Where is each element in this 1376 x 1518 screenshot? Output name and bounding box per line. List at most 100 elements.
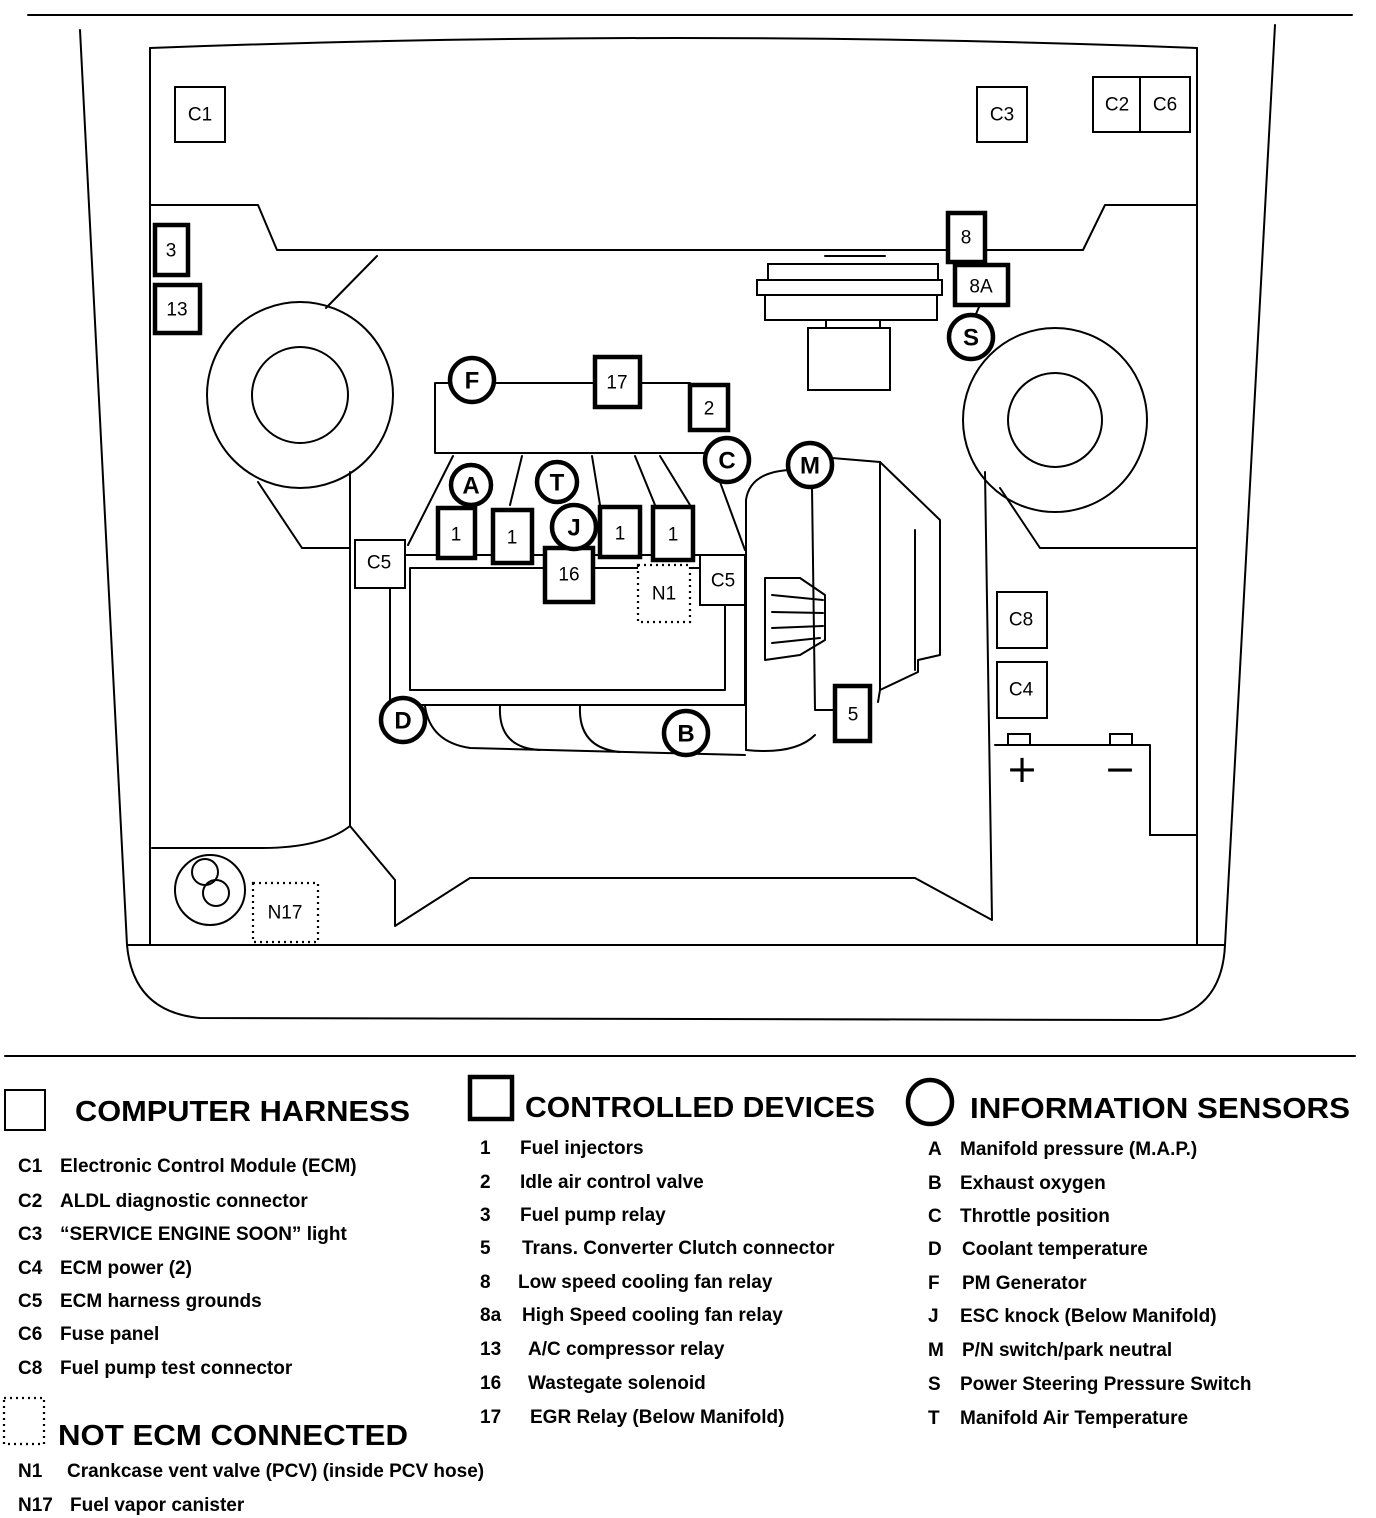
- oil-pan-lobe-2: [578, 705, 621, 753]
- sensor-circle-j: J: [549, 502, 599, 552]
- sensor-circle-a-label: A: [462, 473, 479, 500]
- engine-cradle-frame: [349, 471, 993, 927]
- legend-harness-label: ECM power (2): [60, 1258, 192, 1279]
- harness-box-c2-c6: C2 C6: [1092, 76, 1191, 133]
- harness-box-c5-left: C5: [354, 539, 406, 589]
- legend-sensor-code: F: [928, 1273, 940, 1294]
- harness-box-c2-c6-frame: [1092, 76, 1191, 133]
- sensor-circle-f-ring: [447, 355, 497, 405]
- harness-key-icon: [4, 1089, 46, 1131]
- evap-canister: [174, 854, 246, 926]
- legend-sensor-code: T: [928, 1408, 940, 1429]
- air-cleaner-rim: [756, 279, 943, 296]
- legend-device-label: Fuel injectors: [520, 1138, 644, 1159]
- oil-pan: [424, 705, 746, 756]
- legend-harness-label: Fuse panel: [60, 1324, 159, 1345]
- sensor-circle-b: B: [661, 708, 711, 758]
- legend-information-sensors-title: INFORMATION SENSORS: [970, 1093, 1350, 1125]
- harness-box-c3-label: C3: [990, 105, 1014, 126]
- battery-negative-terminal: [1109, 733, 1133, 746]
- battery-negative-sign: −: [1104, 747, 1136, 791]
- sensor-circle-t-label: T: [550, 470, 565, 497]
- air-cleaner-duct: [807, 327, 891, 391]
- runner-3: [591, 455, 601, 506]
- legend-not-ecm-code: N17: [18, 1495, 53, 1516]
- legend-device-code: 16: [480, 1373, 501, 1394]
- evap-canister-body: [174, 854, 246, 926]
- sensor-key-icon: [905, 1077, 955, 1127]
- legend-device-code: 5: [480, 1238, 491, 1259]
- device-box-13: 13: [152, 282, 203, 336]
- not-ecm-box-n1-frame: [636, 563, 692, 624]
- not-ecm-box-n17-frame: [251, 881, 320, 944]
- legend-harness-label: ECM harness grounds: [60, 1291, 262, 1312]
- harness-box-c5-left-label: C5: [367, 553, 391, 574]
- left-strut-tower: [206, 301, 394, 489]
- legend-device-label: Trans. Converter Clutch connector: [522, 1238, 835, 1259]
- device-box-8a-label: 8A: [969, 277, 993, 298]
- legend-device-label: Idle air control valve: [520, 1172, 704, 1193]
- device-box-3-frame: [152, 222, 191, 278]
- battery-positive-sign: +: [1006, 747, 1038, 791]
- device-box-17-frame: [592, 354, 643, 410]
- device-box-2: 2: [687, 382, 731, 433]
- legend-sensor-label: Exhaust oxygen: [960, 1173, 1106, 1194]
- legend-device-code: 13: [480, 1339, 501, 1360]
- device-box-8: 8: [945, 210, 988, 265]
- device-box-5-frame: [832, 683, 873, 744]
- legend-sensor-code: A: [928, 1139, 942, 1160]
- right-strut-tower: [962, 327, 1148, 513]
- harness-box-c5-left-frame: [354, 539, 406, 589]
- legend-harness-label: “SERVICE ENGINE SOON” light: [60, 1224, 347, 1245]
- legend-harness-label: Electronic Control Module (ECM): [60, 1156, 357, 1177]
- harness-box-c6-label: C6: [1153, 95, 1177, 116]
- sensor-circle-b-ring: [661, 708, 711, 758]
- device-box-8a-frame: [952, 262, 1011, 308]
- sensor-circle-s-label: S: [963, 325, 979, 352]
- device-box-13-frame: [152, 282, 203, 336]
- air-cleaner-body: [764, 294, 938, 321]
- runner-4: [634, 455, 656, 506]
- legend-sensor-code: J: [928, 1306, 939, 1327]
- device-box-1-cyl3-frame: [597, 504, 643, 560]
- legend-sensor-label: Throttle position: [960, 1206, 1110, 1227]
- device-box-2-frame: [687, 382, 731, 433]
- device-key-icon: [467, 1074, 515, 1122]
- battery: + −: [994, 733, 1151, 836]
- sensor-circle-j-label: J: [567, 515, 580, 542]
- sensor-circle-d: D: [378, 695, 428, 745]
- vehicle-body-outline: [79, 24, 1276, 1021]
- legend-device-label: Wastegate solenoid: [528, 1373, 706, 1394]
- sensor-circle-m-ring: [785, 440, 835, 490]
- transaxle-bottom: [745, 734, 816, 752]
- axle-boot: [764, 577, 826, 661]
- air-cleaner-neck: [825, 319, 881, 329]
- not-ecm-box-n1: N1: [636, 563, 692, 624]
- legend-controlled-devices: CONTROLLED DEVICES 1 Fuel injectors 2 Id…: [467, 1074, 875, 1428]
- sensor-circle-d-ring: [378, 695, 428, 745]
- harness-box-c4-label: C4: [1009, 680, 1034, 701]
- harness-box-c1: C1: [174, 86, 226, 143]
- device-box-1-cyl2-frame: [490, 507, 535, 566]
- legend-harness-label: Fuel pump test connector: [60, 1358, 293, 1379]
- legend-harness-code: C6: [18, 1324, 42, 1345]
- not-ecm-box-n17: N17: [251, 881, 320, 944]
- legend-sensor-label: Manifold Air Temperature: [960, 1408, 1188, 1429]
- sensor-circle-t-ring: [534, 459, 580, 505]
- harness-box-c1-label: C1: [188, 105, 212, 126]
- evap-canister-port-2: [202, 879, 230, 907]
- device-box-5-label: 5: [848, 705, 859, 726]
- legend-not-ecm-label: Crankcase vent valve (PCV) (inside PCV h…: [67, 1461, 484, 1482]
- sensor-circle-f: F: [447, 355, 497, 405]
- runner-5: [659, 455, 691, 506]
- sensor-circle-c: C: [702, 435, 752, 485]
- device-box-1-cyl1-label: 1: [451, 525, 462, 546]
- device-box-1-cyl3: 1: [597, 504, 643, 560]
- device-box-2-label: 2: [704, 399, 715, 420]
- device-box-1-cyl4: 1: [650, 504, 696, 563]
- axle-boot-rib-2: [771, 611, 824, 614]
- transaxle-case: [831, 457, 941, 703]
- sensor-circle-c-ring: [702, 435, 752, 485]
- legend-device-label: High Speed cooling fan relay: [522, 1305, 783, 1326]
